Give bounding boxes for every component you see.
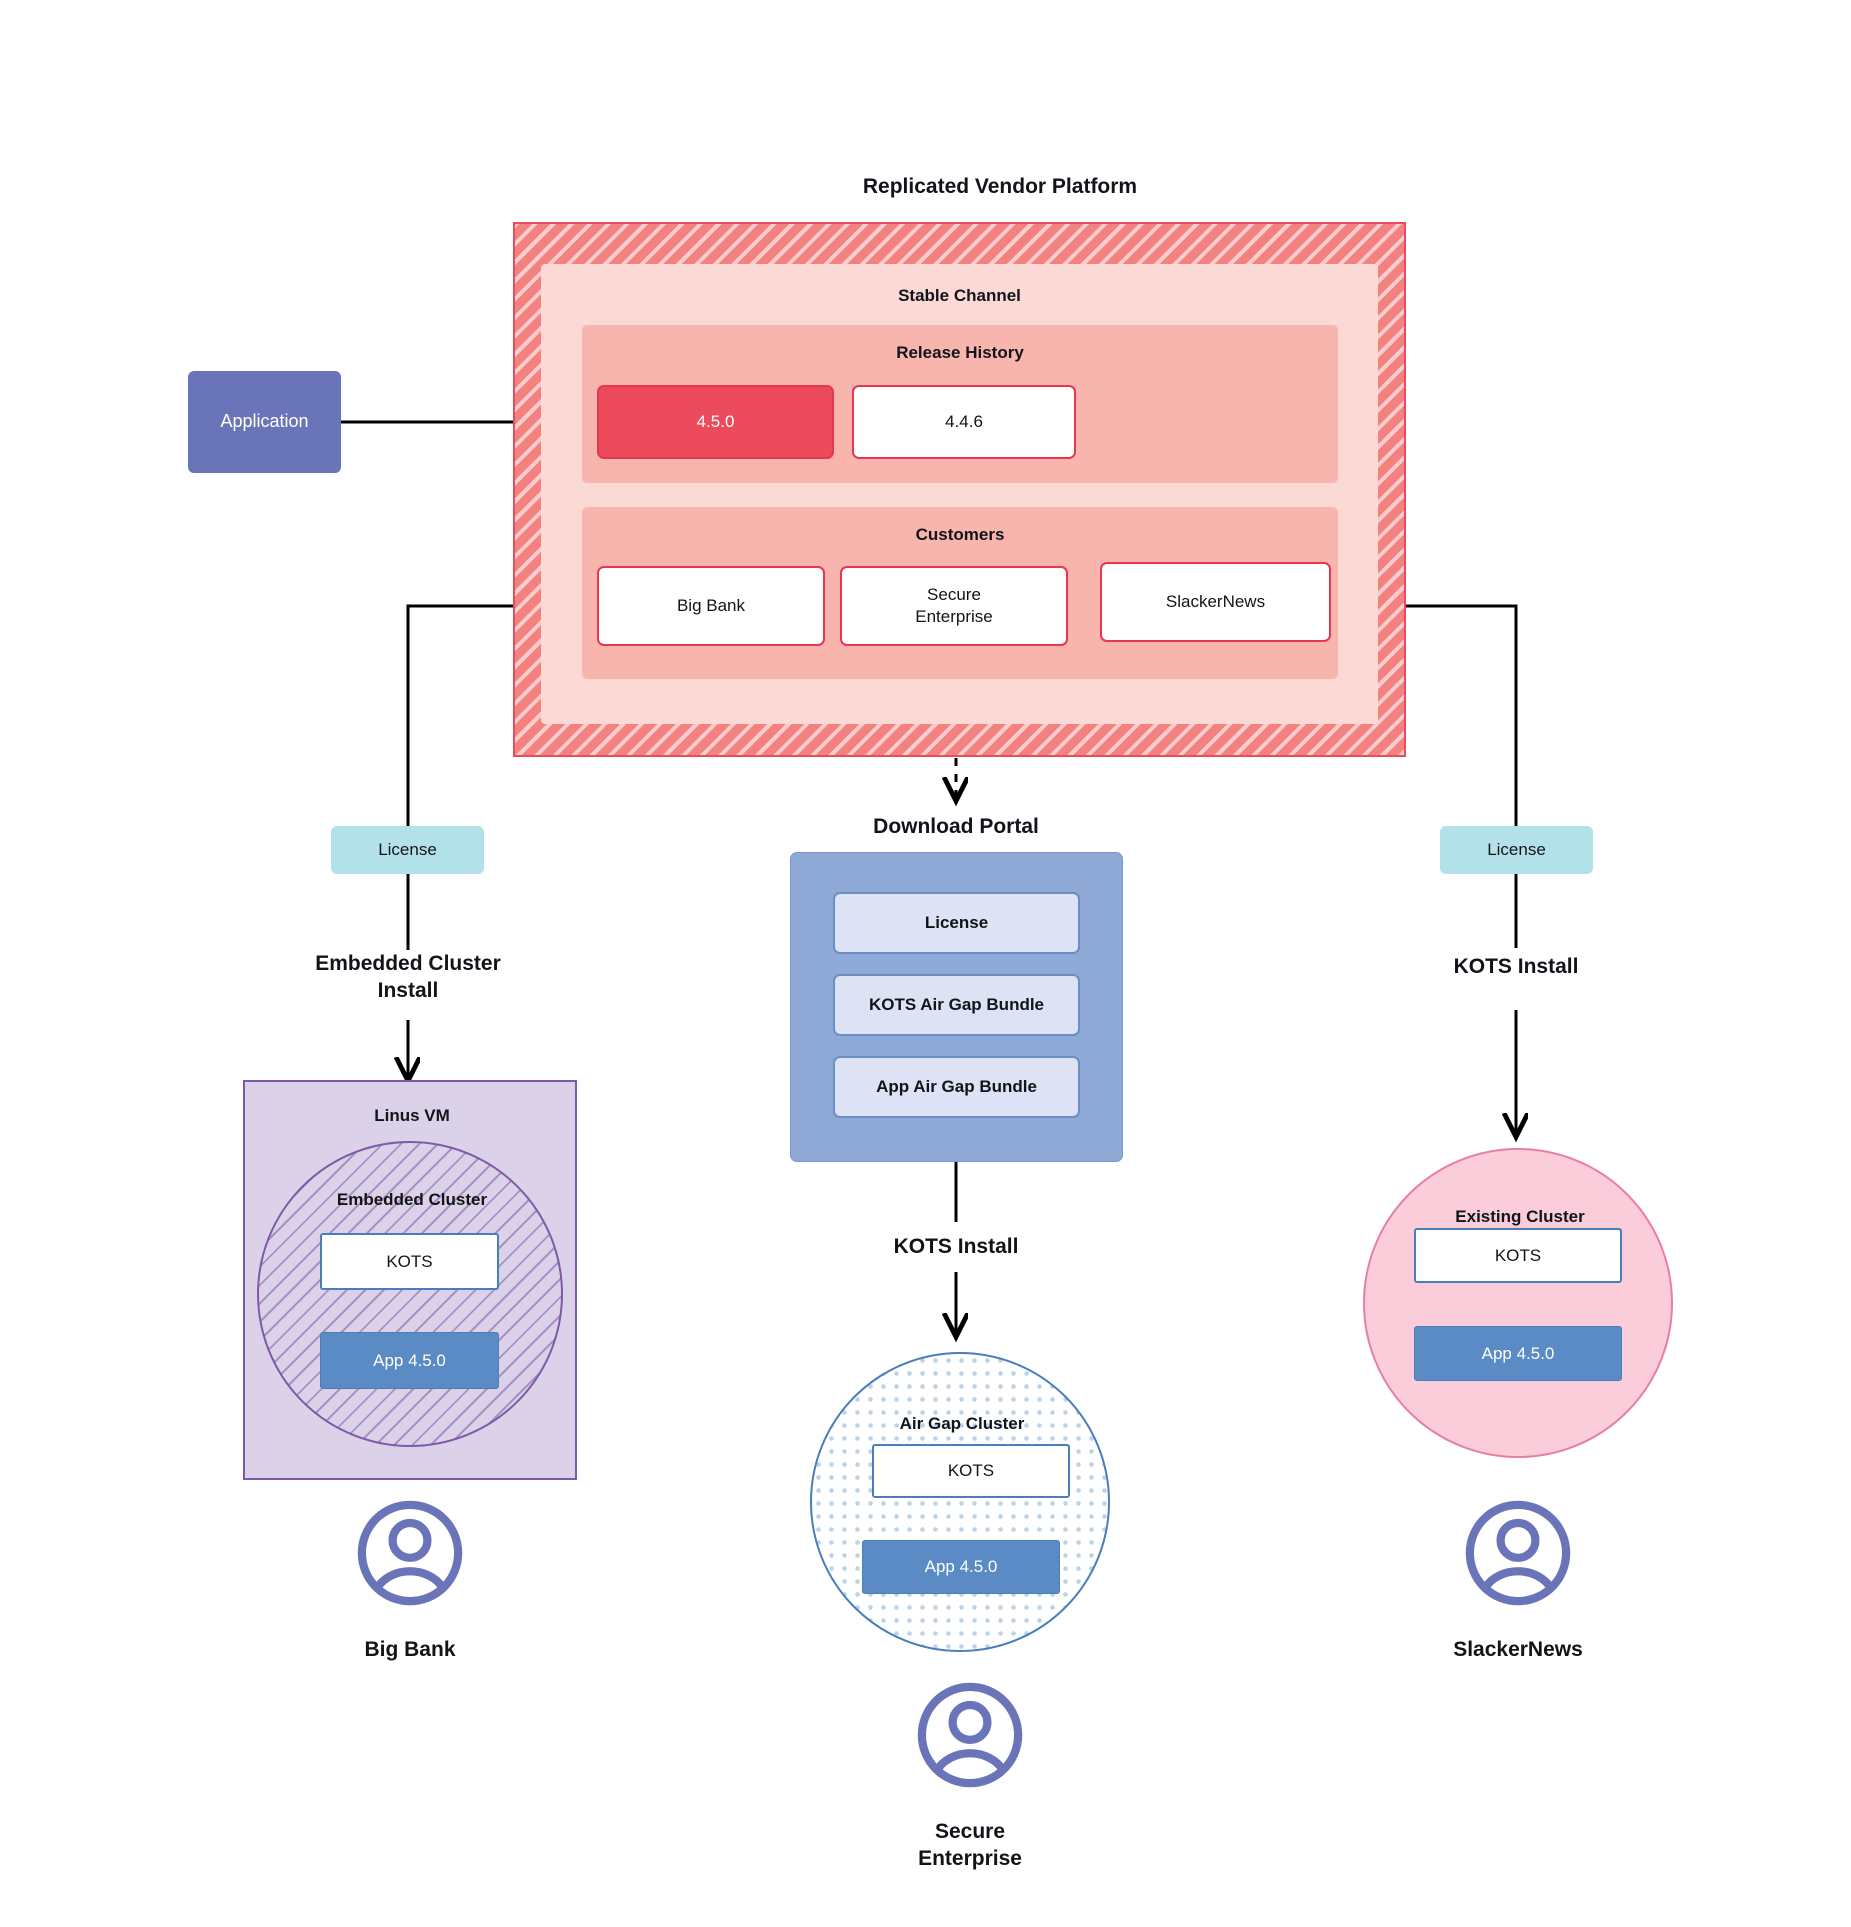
- download-portal-title: Download Portal: [873, 814, 1039, 838]
- center-kots-install-label: KOTS Install: [893, 1234, 1019, 1258]
- release-chip-previous[interactable]: 4.4.6: [852, 385, 1076, 459]
- customer-chip-secure-enterprise[interactable]: Secure Enterprise: [840, 566, 1068, 646]
- release-history-title: Release History: [896, 343, 1024, 363]
- portal-item-license[interactable]: License: [833, 892, 1080, 954]
- persona-name-big-bank: Big Bank: [364, 1638, 456, 1661]
- app-box-left[interactable]: App 4.5.0: [320, 1332, 499, 1389]
- user-avatar-icon: [357, 1500, 463, 1606]
- release-chip-current[interactable]: 4.5.0: [597, 385, 834, 459]
- kots-box-right[interactable]: KOTS: [1414, 1228, 1622, 1283]
- license-chip-left[interactable]: License: [331, 826, 484, 874]
- kots-box-left[interactable]: KOTS: [320, 1233, 499, 1290]
- right-kots-install-label: KOTS Install: [1453, 954, 1579, 978]
- persona-slackernews: SlackerNews: [1438, 1498, 1598, 1728]
- kots-box-center[interactable]: KOTS: [872, 1444, 1070, 1498]
- embedded-cluster-circle: Embedded Cluster: [257, 1141, 563, 1447]
- persona-name-secure-enterprise: Secure Enterprise: [918, 1820, 1022, 1871]
- air-gap-cluster-title: Air Gap Cluster: [899, 1414, 1025, 1434]
- persona-secure-enterprise: Secure Enterprise: [880, 1680, 1060, 1927]
- customer-chip-big-bank[interactable]: Big Bank: [597, 566, 825, 646]
- air-gap-cluster-circle: Air Gap Cluster: [810, 1352, 1110, 1652]
- portal-item-app-air-gap-bundle[interactable]: App Air Gap Bundle: [833, 1056, 1080, 1118]
- existing-cluster-title: Existing Cluster: [1455, 1207, 1585, 1227]
- user-avatar-icon: [1465, 1500, 1571, 1606]
- license-chip-right[interactable]: License: [1440, 826, 1593, 874]
- linux-vm-title: Linus VM: [374, 1106, 450, 1126]
- app-box-right[interactable]: App 4.5.0: [1414, 1326, 1622, 1381]
- application-box[interactable]: Application: [188, 371, 341, 473]
- app-box-center[interactable]: App 4.5.0: [862, 1540, 1060, 1594]
- portal-item-kots-air-gap-bundle[interactable]: KOTS Air Gap Bundle: [833, 974, 1080, 1036]
- embedded-cluster-title: Embedded Cluster: [336, 1190, 488, 1210]
- stable-channel-title: Stable Channel: [898, 286, 1021, 306]
- persona-name-slackernews: SlackerNews: [1453, 1638, 1583, 1661]
- persona-big-bank: Big Bank: [330, 1498, 490, 1728]
- customer-chip-slackernews[interactable]: SlackerNews: [1100, 562, 1331, 642]
- embedded-cluster-install-label: Embedded Cluster Install: [315, 952, 501, 1002]
- user-avatar-icon: [917, 1682, 1023, 1788]
- existing-cluster-circle: Existing Cluster: [1363, 1148, 1673, 1458]
- customers-title: Customers: [915, 525, 1005, 545]
- page-title: Replicated Vendor Platform: [862, 174, 1138, 198]
